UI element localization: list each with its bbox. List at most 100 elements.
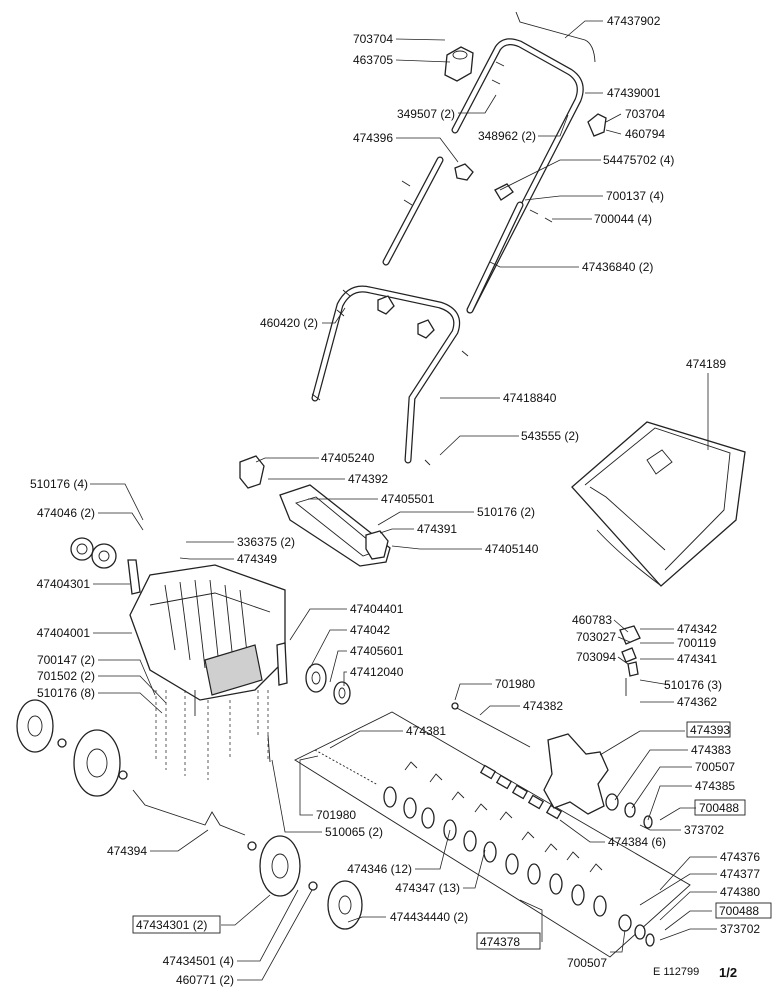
callout-label: 474376	[720, 850, 760, 864]
clamp-bracket	[494, 183, 514, 201]
callout-label: 474391	[417, 522, 457, 536]
callout-label: 54475702 (4)	[603, 153, 674, 167]
callout-label: 474346 (12)	[347, 862, 412, 876]
upper-handle-bar	[451, 38, 584, 314]
callout-label: 47439001	[607, 86, 661, 100]
page-number: 1/2	[719, 965, 737, 980]
callout-label: 47404301	[37, 577, 91, 591]
callout-label: 348962 (2)	[478, 129, 536, 143]
right-upper-handle-tube	[466, 201, 524, 314]
callout-label: 474362	[677, 695, 717, 709]
lever-clip-474396	[454, 163, 474, 181]
mower-deck	[129, 564, 286, 701]
callout-label: 47436840 (2)	[582, 260, 653, 274]
callout-label: 474046 (2)	[37, 506, 95, 520]
callout-label: 47404401	[350, 602, 404, 616]
callout-label: 474347 (13)	[395, 881, 460, 895]
grass-bag	[571, 421, 746, 587]
callout-label: 47434301 (2)	[136, 918, 207, 932]
callout-label: 474341	[677, 652, 717, 666]
handle-knobs	[377, 295, 435, 339]
callout-label: 474382	[523, 699, 563, 713]
callout-label: 47412040	[350, 665, 404, 679]
callout-label: 47405240	[321, 451, 375, 465]
callout-label: 700044 (4)	[594, 212, 652, 226]
drawing-code: E 112799	[653, 966, 699, 978]
callout-label: 47434501 (4)	[163, 954, 234, 968]
callout-label: 474383	[691, 743, 731, 757]
callout-label: 373702	[720, 922, 760, 936]
leader-lines	[90, 20, 717, 981]
screws-handle	[311, 61, 553, 466]
callout-label: 700488	[719, 904, 759, 918]
callout-label: 373702	[684, 823, 724, 837]
blade-star	[543, 733, 609, 815]
callout-label: 474189	[686, 357, 726, 371]
callout-label: 474042	[350, 623, 390, 637]
lower-handle-bar	[311, 285, 461, 464]
callout-label: 474380	[720, 885, 760, 899]
callout-label: 474377	[720, 867, 760, 881]
callout-label: 474342	[677, 622, 717, 636]
right-small-wheels	[305, 663, 351, 705]
callout-label: 460794	[625, 127, 665, 141]
callout-label: 474394	[107, 844, 147, 858]
callout-label: 700507	[567, 956, 607, 970]
callout-label: 474393	[690, 723, 730, 737]
height-adjuster	[619, 625, 641, 696]
cable-clip-right	[587, 113, 607, 137]
callout-label: 47405601	[350, 644, 404, 658]
callout-label: 47418840	[503, 391, 557, 405]
callout-label: 460783	[572, 613, 612, 627]
callout-label: 474381	[406, 724, 446, 738]
drive-shaft	[451, 702, 531, 748]
callout-label: 474349	[237, 552, 277, 566]
callout-label: 703704	[625, 107, 665, 121]
callout-label: 460771 (2)	[176, 973, 234, 987]
flap-hinges	[239, 455, 389, 560]
rear-wheels-right	[247, 835, 363, 930]
callout-label: 700488	[699, 801, 739, 815]
callout-label: 510176 (4)	[30, 477, 88, 491]
callout-label: 474378	[480, 935, 520, 949]
callout-label: 460420 (2)	[260, 316, 318, 330]
side-bracket	[276, 642, 288, 686]
rear-axle	[132, 789, 246, 836]
callout-label: 336375 (2)	[237, 535, 295, 549]
rotor-spacers	[479, 764, 563, 820]
callout-label: 701980	[316, 808, 356, 822]
callout-label: 474396	[353, 131, 393, 145]
end-bearings	[605, 793, 655, 947]
callout-label: 703094	[576, 650, 616, 664]
callout-label: 474385	[695, 779, 735, 793]
height-adjust-lever	[127, 559, 141, 595]
callout-label: 510176 (3)	[664, 678, 722, 692]
left-upper-handle-tube	[382, 156, 444, 266]
deck-hardware	[155, 690, 271, 780]
callout-label: 700507	[695, 760, 735, 774]
callout-label: 700147 (2)	[37, 653, 95, 667]
callout-label: 701502 (2)	[37, 669, 95, 683]
rotor-shaft-spiral	[314, 749, 379, 786]
callout-label: 703704	[353, 32, 393, 46]
callout-label: 47405501	[381, 492, 435, 506]
cable-bar	[515, 11, 596, 63]
callout-label: 463705	[353, 53, 393, 67]
callout-label: 510176 (8)	[37, 686, 95, 700]
callout-label: 47404001	[37, 626, 91, 640]
callout-label: 474384 (6)	[608, 835, 666, 849]
callout-label: 474392	[348, 472, 388, 486]
callout-label: 474434440 (2)	[390, 910, 468, 924]
callout-label: 47437902	[607, 14, 661, 28]
rear-wheels-left	[16, 699, 128, 797]
callout-label: 701980	[495, 677, 535, 691]
callout-label: 510065 (2)	[325, 825, 383, 839]
callout-label: 47405140	[485, 542, 539, 556]
callout-label: 703027	[576, 630, 616, 644]
callout-label: 700137 (4)	[606, 189, 664, 203]
rotor-tine-sets	[383, 761, 607, 917]
callout-labels: 703704 463705 47437902 47439001 349507 (…	[30, 14, 760, 987]
front-wheels	[70, 537, 117, 569]
callout-label: 349507 (2)	[397, 107, 455, 121]
